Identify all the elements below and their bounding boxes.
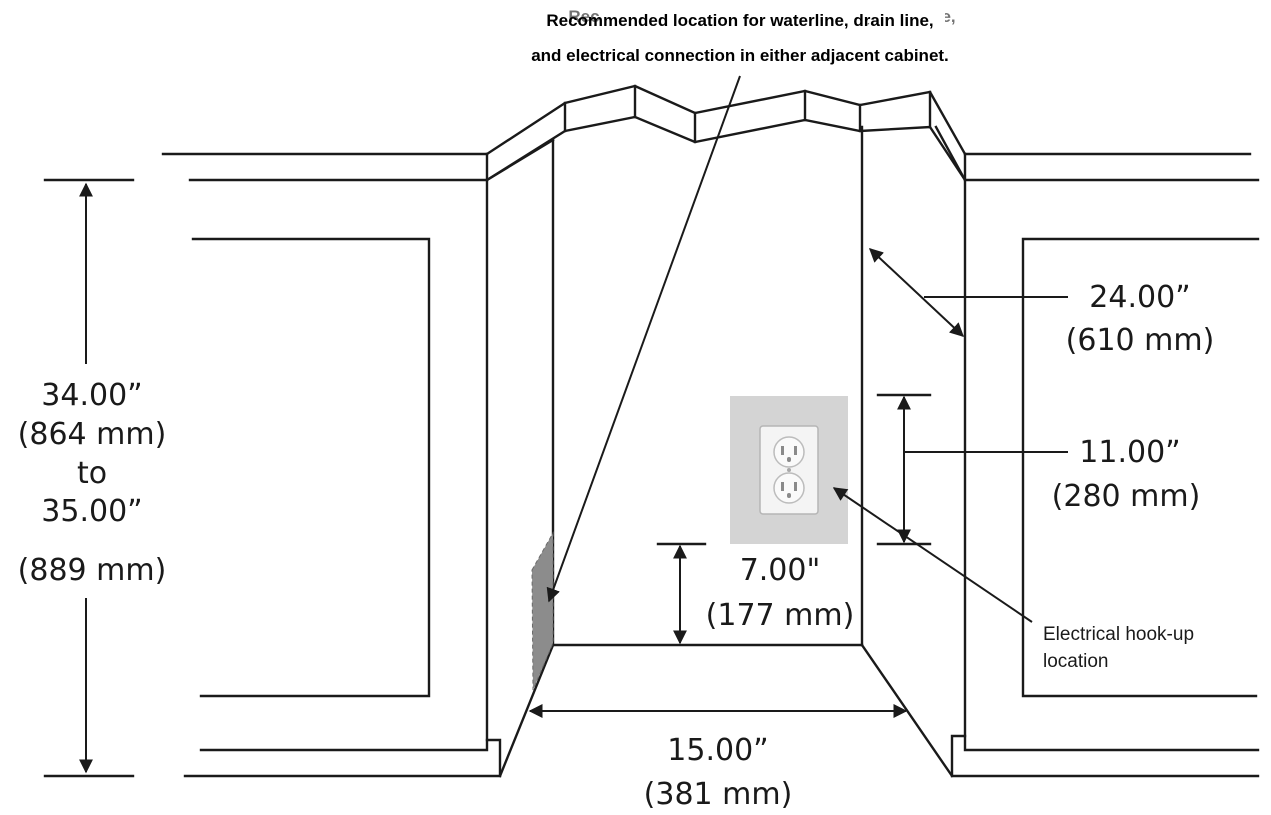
title-leader-line <box>546 75 741 603</box>
height-imperial-min: 34.00” <box>41 378 142 413</box>
title-line-2: and electrical connection in either adja… <box>531 46 949 65</box>
title-line-1: Recommended location for waterline, drai… <box>546 11 933 30</box>
width-dimension: 15.00” (381 mm) <box>528 704 908 812</box>
floor-clearance-imperial: 7.00" <box>740 553 821 588</box>
floor-clearance-dimension: 7.00" (177 mm) <box>656 542 855 645</box>
height-metric-max: (889 mm) <box>18 553 167 588</box>
right-cabinet <box>950 152 1260 778</box>
outlet-height-metric: (280 mm) <box>1052 479 1201 514</box>
height-imperial-max: 35.00” <box>41 494 142 529</box>
electrical-label-line-2: location <box>1043 651 1109 672</box>
floor-clearance-metric: (177 mm) <box>706 598 855 633</box>
electrical-label-line-1: Electrical hook-up <box>1043 624 1194 645</box>
outlet-height-imperial: 11.00” <box>1079 435 1180 470</box>
left-cabinet <box>161 152 502 778</box>
depth-dimension: 24.00” (610 mm) <box>868 248 1215 358</box>
electrical-hookup-callout: Electrical hook-up location <box>832 487 1194 672</box>
height-metric-min: (864 mm) <box>18 417 167 452</box>
height-dimension: 34.00” (864 mm) to 35.00” (889 mm) <box>18 178 167 778</box>
waterline-area-shading <box>531 531 554 691</box>
width-metric: (381 mm) <box>644 777 793 812</box>
dishwasher-opening <box>485 84 967 778</box>
depth-imperial: 24.00” <box>1089 280 1190 315</box>
outlet-height-dimension: 11.00” (280 mm) <box>876 393 1201 546</box>
width-imperial: 15.00” <box>667 733 768 768</box>
depth-metric: (610 mm) <box>1066 323 1215 358</box>
electrical-outlet-icon <box>730 396 848 544</box>
height-to: to <box>77 456 107 491</box>
